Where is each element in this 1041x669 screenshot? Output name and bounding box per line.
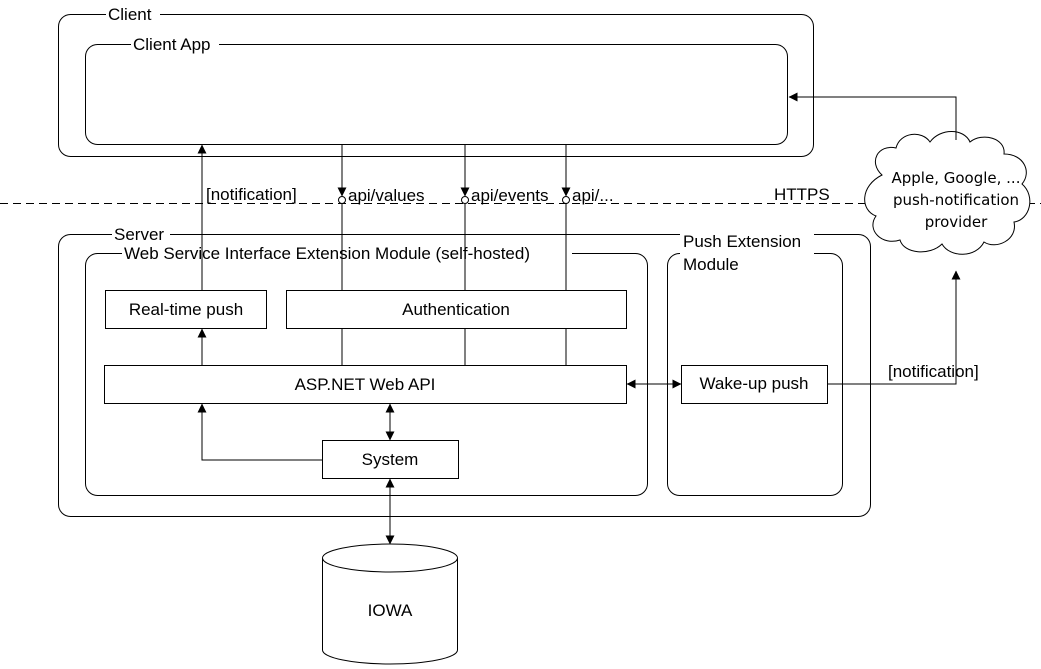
api-events-label: api/events bbox=[471, 186, 549, 205]
realtime-push-box bbox=[105, 290, 267, 329]
client-label: Client bbox=[108, 5, 152, 24]
wakeup-push-label: Wake-up push bbox=[700, 374, 809, 393]
push-module-label-line1: Push Extension bbox=[683, 232, 801, 251]
aspnet-web-api-label: ASP.NET Web API bbox=[295, 375, 436, 394]
api-values-port bbox=[338, 196, 346, 204]
api-events-port bbox=[461, 196, 469, 204]
iowa-database-label: IOWA bbox=[368, 601, 413, 620]
api-values-label: api/values bbox=[348, 186, 425, 205]
web-service-module-label: Web Service Interface Extension Module (… bbox=[124, 244, 530, 263]
cloud-line1: Apple, Google, ... bbox=[892, 169, 1021, 187]
server-label: Server bbox=[114, 225, 164, 244]
wakeup-push-box bbox=[681, 365, 828, 404]
client-container bbox=[58, 14, 814, 157]
authentication-label: Authentication bbox=[402, 300, 510, 319]
push-provider-cloud bbox=[864, 131, 1031, 255]
client-app-box bbox=[85, 44, 788, 145]
notification-label-right: [notification] bbox=[888, 362, 979, 381]
system-to-aspnet-elbow-arrow bbox=[197, 403, 322, 461]
system-box bbox=[322, 440, 459, 479]
iowa-database-cylinder bbox=[322, 543, 458, 665]
api-other-label: api/... bbox=[572, 186, 614, 205]
push-module-label-line2: Module bbox=[683, 255, 739, 274]
aspnet-web-api-box bbox=[104, 365, 627, 404]
api-other-port bbox=[562, 196, 570, 204]
cloud-to-client-arrow bbox=[788, 92, 957, 140]
authentication-box bbox=[286, 290, 627, 329]
cloud-line2: push-notification bbox=[893, 191, 1019, 209]
realtime-push-label: Real-time push bbox=[129, 300, 243, 319]
system-label: System bbox=[362, 450, 419, 469]
client-app-label: Client App bbox=[133, 35, 211, 54]
notification-label-left: [notification] bbox=[206, 185, 297, 204]
wakeup-to-cloud-arrow bbox=[828, 270, 961, 385]
https-label: HTTPS bbox=[774, 185, 830, 204]
cloud-line3: provider bbox=[925, 213, 988, 231]
